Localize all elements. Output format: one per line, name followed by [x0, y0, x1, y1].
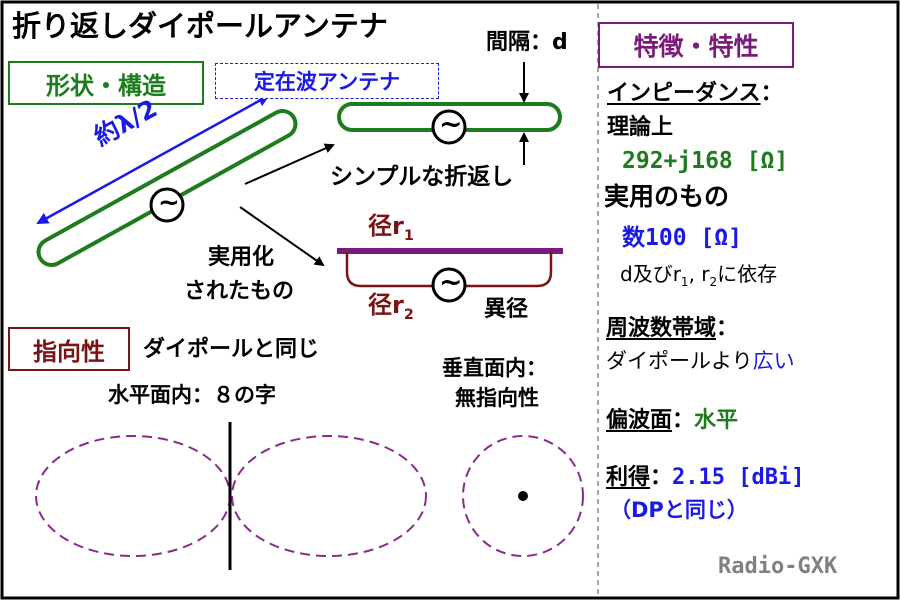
polarization-value: 水平: [694, 408, 739, 433]
bandwidth-pre: ダイポールより: [606, 349, 753, 373]
features-section-label: 特徴・特性: [598, 22, 794, 68]
theory-label: 理論上: [607, 115, 674, 140]
vertical-plane-label-2: 無指向性: [455, 386, 539, 410]
gain-heading: 利得: [606, 465, 651, 490]
page-title: 折り返しダイポールアンテナ: [12, 9, 388, 43]
polarization-label: 偏波面：水平: [606, 410, 738, 432]
simple-fold-label: シンプルな折返し: [330, 164, 514, 190]
gain-colon: ：: [650, 465, 673, 490]
dependency-pre: d及びr: [620, 262, 681, 286]
radius-r2-sub: 2: [403, 306, 414, 323]
horizontal-pattern: [35, 422, 427, 570]
standing-wave-label: 定在波アンテナ: [215, 63, 439, 99]
vertical-pattern: [462, 435, 584, 557]
bandwidth-label: 周波数帯域：: [606, 318, 738, 340]
gain-label: 利得：2.15 [dBi]: [606, 467, 804, 489]
length-arrow: [36, 94, 270, 225]
watermark: Radio-GXK: [718, 554, 838, 579]
bandwidth-value: 広い: [752, 349, 795, 373]
vertical-plane-label-1: 垂直面内：: [442, 356, 547, 380]
bandwidth-text: ダイポールより広い: [606, 351, 795, 372]
dependency-sub2: 2: [709, 275, 718, 289]
practical-impedance-label: 実用のもの: [604, 182, 730, 211]
practical-impedance-value: 数100 [Ω]: [622, 225, 742, 251]
theory-value: 292+j168 [Ω]: [622, 148, 789, 174]
polarization-heading: 偏波面: [606, 408, 673, 433]
arrow-to-practical: [239, 206, 325, 267]
dependency-sub1: 1: [680, 275, 689, 289]
bandwidth-heading: 周波数帯域: [606, 316, 717, 341]
polarization-colon: ：: [672, 408, 695, 433]
shape-section-label: 形状・構造: [8, 61, 204, 105]
radius-r2-label: 径r2: [368, 293, 414, 322]
radius-r1-prefix: 径r: [368, 212, 404, 240]
source-symbol-diagonal: ~: [158, 188, 180, 218]
impedance-heading: インピーダンス: [607, 81, 761, 106]
source-symbol-simple: ~: [439, 107, 463, 140]
diff-radius-label: 異径: [484, 297, 529, 322]
dependency-text: d及びr1, r2に依存: [620, 264, 777, 288]
dependency-mid: , r: [688, 262, 710, 286]
radius-r2-prefix: 径r: [368, 291, 404, 319]
practical-label-1: 実用化: [208, 245, 275, 270]
practical-label-2: されたもの: [184, 279, 295, 304]
impedance-colon: ：: [760, 81, 783, 106]
gain-note: （DPと同じ）: [610, 498, 748, 522]
arrow-to-simple: [244, 143, 335, 185]
same-as-dipole: ダイポールと同じ: [143, 337, 320, 362]
directivity-section-label: 指向性: [8, 327, 130, 371]
dependency-post: に依存: [717, 262, 778, 286]
practical-folded-dipole: [337, 248, 563, 303]
gap-label: 間隔：d: [486, 30, 568, 55]
radius-r1-label: 径r1: [368, 214, 414, 243]
simple-folded-dipole: [337, 102, 562, 145]
horizontal-plane-label: 水平面内：８の字: [108, 383, 276, 407]
gain-value: 2.15 [dBi]: [672, 465, 805, 490]
impedance-label: インピーダンス：: [607, 83, 783, 105]
bandwidth-colon: ：: [716, 316, 739, 341]
radius-r1-sub: 1: [403, 227, 414, 244]
source-symbol-practical: ~: [439, 265, 463, 298]
